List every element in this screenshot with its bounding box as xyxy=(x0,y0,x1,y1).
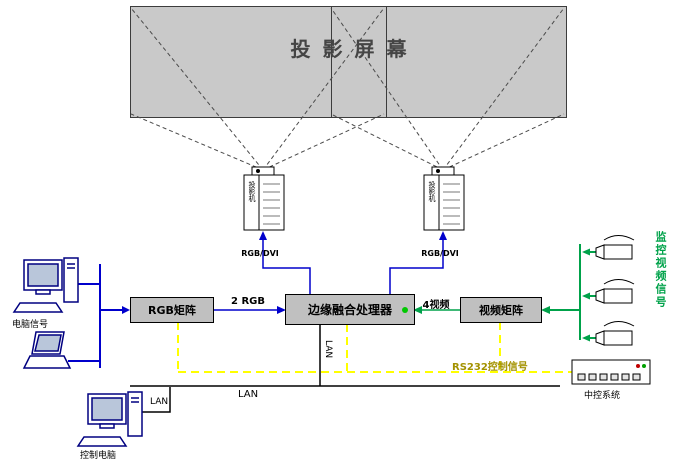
desktop-computer-icon xyxy=(12,257,79,313)
screen-title: 投影屏幕 xyxy=(290,37,419,61)
control-computer-label: 控制电脑 xyxy=(80,451,117,461)
computer-signal-label: 电脑信号 xyxy=(12,320,49,330)
screen-seam-left xyxy=(331,7,332,117)
rs232-label: RS232控制信号 xyxy=(452,362,528,373)
four-video-label: 4视频 xyxy=(422,300,450,311)
rs232-control-lines xyxy=(177,322,572,373)
computer-signal-bus-line xyxy=(68,264,130,368)
power-led-icon xyxy=(402,306,408,313)
rgb-dvi-label-left: RGB/DVI xyxy=(241,249,279,258)
lan-bus-line xyxy=(130,324,560,413)
laptop-icon xyxy=(22,331,72,369)
projector-left-icon xyxy=(243,166,285,231)
projection-cone-left-lines xyxy=(130,7,385,171)
projector-left-label: 投影机 xyxy=(248,181,256,202)
rgb-matrix-box: RGB矩阵 xyxy=(130,297,214,323)
projection-screen: 投影屏幕 xyxy=(130,6,567,118)
rgb-dvi-line-right xyxy=(389,231,447,295)
rgb-dvi-label-right: RGB/DVI xyxy=(421,249,459,258)
screen-seam-right xyxy=(386,7,387,117)
video-matrix-box: 视频矩阵 xyxy=(460,297,542,323)
camera-bus-line xyxy=(541,244,598,342)
camera-icon-2 xyxy=(595,279,635,304)
central-control-icon xyxy=(571,359,651,385)
lan-control-label: LAN xyxy=(150,397,169,407)
projection-cone-right-lines xyxy=(330,7,565,171)
two-rgb-label: 2 RGB xyxy=(231,296,265,307)
surveillance-video-label: 监控视频信号 xyxy=(654,231,667,309)
camera-icon-1 xyxy=(595,235,635,260)
central-control-label: 中控系统 xyxy=(584,391,621,401)
lan-bus-label: LAN xyxy=(238,389,259,400)
video-to-blender-line xyxy=(413,306,460,314)
control-computer-icon xyxy=(76,391,143,447)
edge-blender-box: 边缘融合处理器 xyxy=(285,294,415,325)
lan-vertical-label: LAN xyxy=(323,340,333,359)
rgb-dvi-line-left xyxy=(259,231,311,295)
rgb-to-blender-line xyxy=(212,306,286,314)
camera-icon-3 xyxy=(595,321,635,346)
projector-right-icon xyxy=(423,166,465,231)
projector-right-label: 投影机 xyxy=(428,181,436,202)
edge-blender-label: 边缘融合处理器 xyxy=(307,303,392,317)
